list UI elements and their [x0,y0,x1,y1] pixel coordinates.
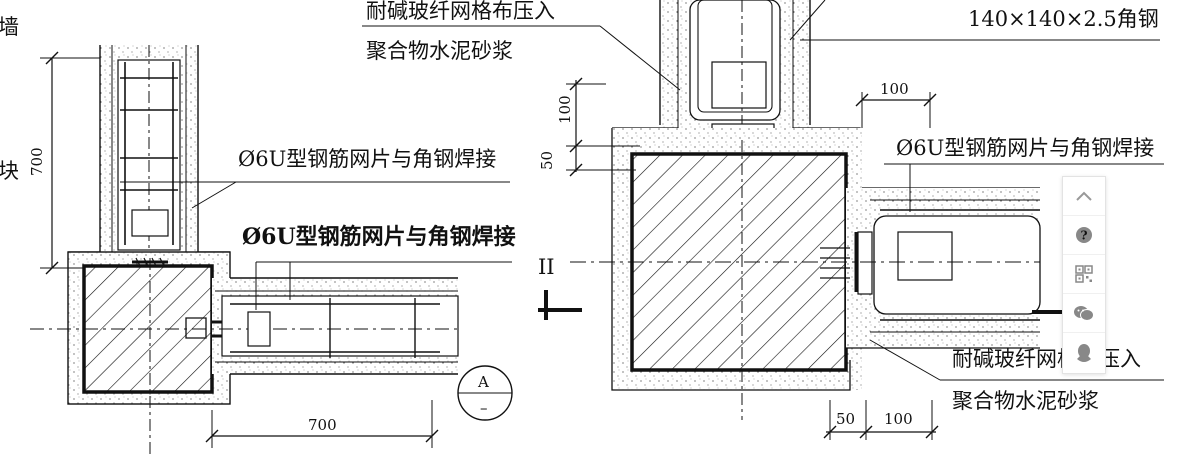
right-note-mortar-bottom: 聚合物水泥砂浆 [952,389,1099,413]
left-dim-700-horizontal: 700 [308,416,337,434]
scroll-top-button[interactable] [1063,177,1105,216]
right-detail: II 100 50 100 [362,0,1164,440]
right-dim-50-vertical: 50 [538,151,556,170]
right-note-angle-steel: 140×140×2.5角钢 [968,7,1159,31]
right-dim-50-bottom: 50 [836,410,855,428]
help-button[interactable]: ? [1063,216,1105,255]
left-dim-700-vertical: 700 [28,147,46,176]
qq-button[interactable] [1063,333,1105,372]
left-horizontal-wall [30,277,459,375]
chevron-up-icon [1076,191,1092,201]
qrcode-icon [1075,265,1093,283]
right-note-rebar: Ø6U型钢筋网片与角钢焊接 [896,136,1154,160]
right-column-wall [659,0,811,153]
left-dim-horizontal: 700 [205,400,439,448]
right-dim-100-top-text: 100 [880,80,909,98]
right-dim-100-top: 100 [855,80,937,128]
left-weld-plate-top [132,257,168,267]
left-rebar-cage [120,62,178,245]
section-marker-sub: – [480,399,488,417]
floating-toolbar: ? [1062,176,1106,374]
left-detail: 700 700 Ø6U型钢筋网片与角钢焊接 Ø6U型钢筋网片与角钢焊接 A – … [0,15,516,455]
wechat-button[interactable] [1063,294,1105,333]
right-note-mesh-bottom: 耐碱玻纤网格布压入 [952,347,1141,371]
axis-ii: II [538,255,1064,320]
svg-text:?: ? [1081,229,1088,243]
right-dim-100-bottom: 100 [884,410,913,428]
left-note-rebar-1: Ø6U型钢筋网片与角钢焊接 [238,147,496,171]
right-note-mesh-top: 耐碱玻纤网格布压入 [366,0,555,23]
right-note-mortar-top: 聚合物水泥砂浆 [366,39,513,63]
edge-char-1: 墙 [0,15,19,39]
right-horizontal-wall [820,188,1041,349]
edge-char-2: 块 [0,159,19,183]
wechat-icon [1074,306,1094,321]
left-note-rebar-2: Ø6U型钢筋网片与角钢焊接 [242,224,516,250]
right-dim-vertical: 100 50 [538,77,640,177]
right-dim-bottom: 50 100 [823,400,939,440]
right-dim-100-vertical: 100 [556,95,574,124]
axis-label-ii: II [538,255,555,279]
qq-icon [1077,343,1091,362]
section-marker-letter: A [477,373,489,391]
section-marker-a: A – [457,365,513,421]
left-column-wall [99,45,199,260]
qrcode-button[interactable] [1063,255,1105,294]
help-icon: ? [1076,227,1092,243]
left-dim-vertical: 700 [28,51,100,275]
